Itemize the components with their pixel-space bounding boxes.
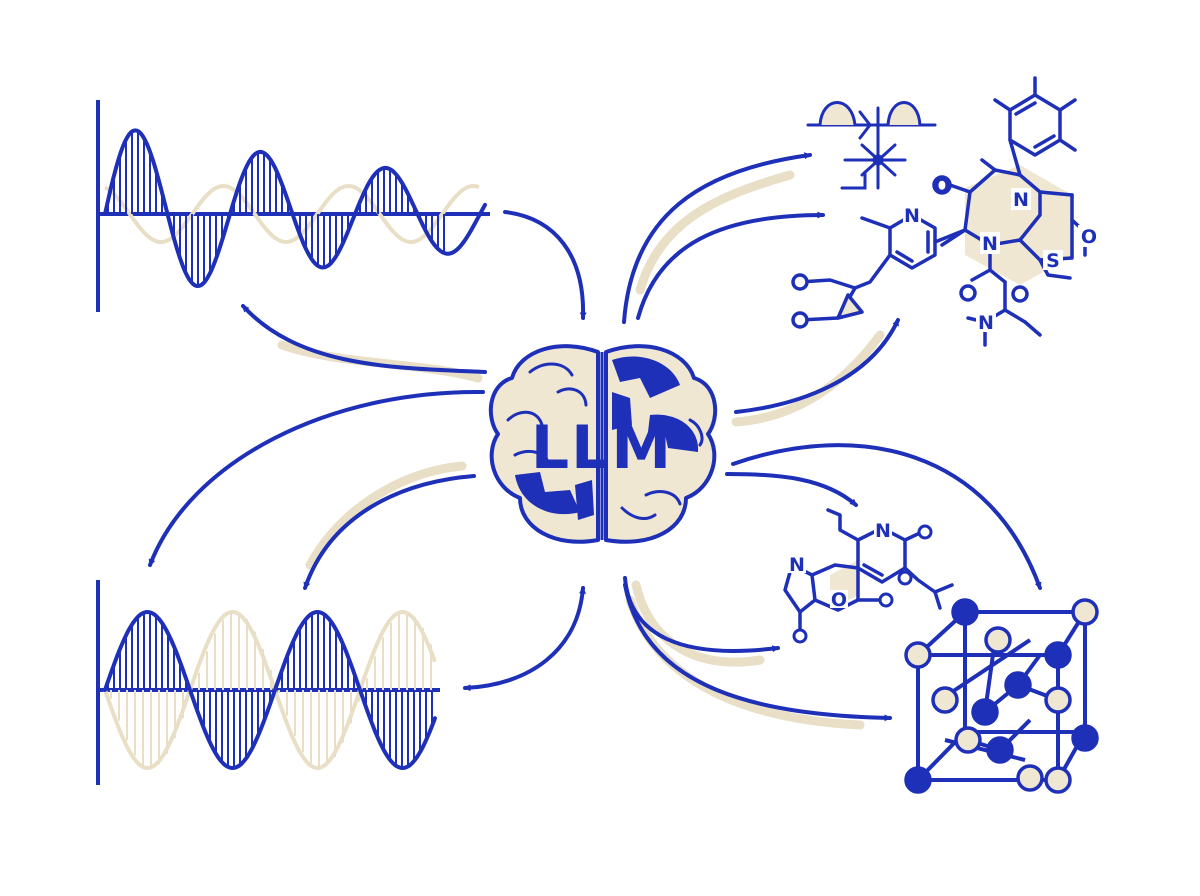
arrow-llm-wave-bidirectional — [463, 586, 587, 692]
arrow-llm-to-molecule-mid — [725, 472, 858, 507]
atom-label: O — [831, 589, 847, 611]
atom-label: N — [982, 233, 998, 255]
arrow-wave-to-llm — [503, 210, 587, 320]
circuit-icon — [806, 101, 937, 190]
arrow-llm-to-wave-top — [241, 304, 487, 374]
arrow-llm-to-molecule-top — [636, 211, 825, 320]
atom-label: N — [978, 312, 994, 334]
llm-label: LLM — [531, 413, 673, 483]
arrow-llm-to-wave-bottom-b — [303, 474, 476, 590]
arrow-llm-to-molecule-right — [734, 318, 900, 414]
atom-label: N — [789, 554, 805, 576]
atom-label: O — [1081, 226, 1097, 248]
arrow-llm-to-lattice-b — [623, 583, 892, 722]
crystal-lattice-icon — [904, 598, 1099, 794]
arrow-llm-to-wave-bottom-a — [148, 389, 485, 567]
atom-label: N — [904, 205, 920, 227]
molecule-icon: N N O — [783, 508, 954, 644]
arrow-llm-to-lattice-a — [731, 443, 1042, 590]
molecule-icon: O N N N O S N — [791, 76, 1100, 347]
atom-label: O — [934, 175, 950, 197]
signal-wave-icon — [96, 100, 490, 312]
brain-icon: LLM — [488, 344, 718, 544]
atom-label: S — [1046, 250, 1060, 272]
atom-label: N — [1013, 189, 1029, 211]
filtered-wave-icon — [96, 580, 440, 785]
atom-label: N — [875, 520, 891, 542]
arrow-llm-to-circuit — [622, 152, 812, 324]
